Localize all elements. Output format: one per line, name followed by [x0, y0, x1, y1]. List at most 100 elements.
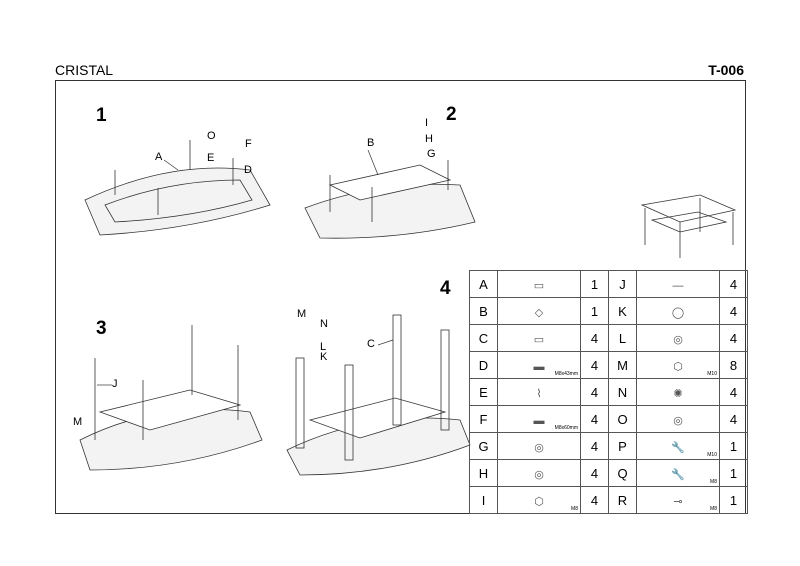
callout-a: A — [155, 151, 163, 163]
part-id: L — [608, 324, 637, 352]
step-number-3: 3 — [96, 318, 107, 339]
callout-m: M — [73, 416, 83, 428]
part-id: I — [469, 486, 498, 514]
part-image: ◎ — [636, 324, 720, 352]
part-image: ⌇ — [497, 378, 581, 406]
part-id: R — [608, 486, 637, 514]
part-size: M8x60mm — [554, 425, 578, 431]
step-number-2: 2 — [446, 104, 457, 125]
part-qty: 4 — [580, 432, 609, 460]
part-qty: 4 — [580, 351, 609, 379]
step2-drawing — [304, 160, 476, 239]
part-image: ◇ — [497, 297, 581, 325]
part-qty: 4 — [580, 405, 609, 433]
callout-f: F — [245, 138, 252, 150]
part-size: M8 — [571, 506, 578, 512]
callout-j: J — [112, 378, 118, 390]
step3-drawing — [79, 325, 263, 471]
part-id: B — [469, 297, 498, 325]
part-size: M10 — [707, 452, 717, 458]
part-image: ▭ — [497, 324, 581, 352]
part-id: F — [469, 405, 498, 433]
glass-frame-icon: ▭ — [533, 279, 545, 292]
part-id: K — [608, 297, 637, 325]
washer-icon: ◎ — [673, 414, 683, 427]
part-size: M8x43mm — [554, 371, 578, 377]
bolt-icon: ▬ — [533, 360, 545, 373]
part-qty: 4 — [719, 378, 748, 406]
spacer-icon: ⌇ — [536, 387, 542, 400]
wrench-icon: 🔧 — [671, 441, 685, 454]
socket-wrench-icon: ⊸ — [673, 495, 683, 508]
part-id: C — [469, 324, 498, 352]
part-image: ◎ — [497, 459, 581, 487]
part-id: Q — [608, 459, 637, 487]
callout-h: H — [425, 133, 433, 145]
callout-c: C — [367, 338, 375, 350]
part-qty: 4 — [719, 270, 748, 298]
callout-n: N — [320, 318, 328, 330]
part-qty: 4 — [580, 324, 609, 352]
part-size: M8 — [710, 506, 717, 512]
part-qty: 1 — [719, 432, 748, 460]
part-qty: 1 — [719, 459, 748, 487]
callout-m-4: M — [297, 308, 307, 320]
part-image: ▭ — [497, 270, 581, 298]
part-id: G — [469, 432, 498, 460]
part-image: ▬ M8x60mm — [497, 405, 581, 433]
part-qty: 4 — [719, 297, 748, 325]
washer-icon: ◎ — [534, 441, 544, 454]
nut-icon: ⬡ — [673, 360, 683, 373]
step-number-1: 1 — [96, 105, 107, 126]
lock-washer-icon: ✺ — [673, 387, 683, 400]
part-image: ⬡ M8 — [497, 486, 581, 514]
part-size: M10 — [707, 371, 717, 377]
part-id: A — [469, 270, 498, 298]
part-image: ◯ — [636, 297, 720, 325]
part-image: ▬ M8x43mm — [497, 351, 581, 379]
bolt-icon: ▬ — [533, 414, 545, 427]
nut-icon: ⬡ — [534, 495, 544, 508]
leg-icon: ▭ — [533, 333, 545, 346]
step-number-4: 4 — [440, 278, 451, 299]
part-image: — — [636, 270, 720, 298]
callout-k: K — [320, 351, 328, 363]
step4-drawing — [286, 314, 471, 476]
part-id: E — [469, 378, 498, 406]
part-id: O — [608, 405, 637, 433]
washer-icon: ◎ — [534, 468, 544, 481]
part-image: ◎ — [497, 432, 581, 460]
glass-shelf-icon: ◇ — [534, 306, 544, 319]
callout-o: O — [207, 130, 216, 142]
callout-e: E — [207, 152, 215, 164]
part-image: 🔧 M10 — [636, 432, 720, 460]
wrench-icon: 🔧 — [671, 468, 685, 481]
callout-d: D — [244, 164, 252, 176]
part-qty: 8 — [719, 351, 748, 379]
part-image: ◎ — [636, 405, 720, 433]
model-name: CRISTAL — [55, 62, 114, 78]
part-size: M8 — [710, 479, 717, 485]
washer-icon: ◎ — [673, 333, 683, 346]
part-qty: 1 — [719, 486, 748, 514]
model-code: T-006 — [708, 62, 744, 78]
callout-i: I — [425, 117, 429, 129]
part-qty: 4 — [719, 324, 748, 352]
part-image: ⬡ M10 — [636, 351, 720, 379]
part-id: N — [608, 378, 637, 406]
part-qty: 1 — [580, 270, 609, 298]
part-qty: 4 — [580, 459, 609, 487]
part-image: 🔧 M8 — [636, 459, 720, 487]
callout-b: B — [367, 137, 375, 149]
